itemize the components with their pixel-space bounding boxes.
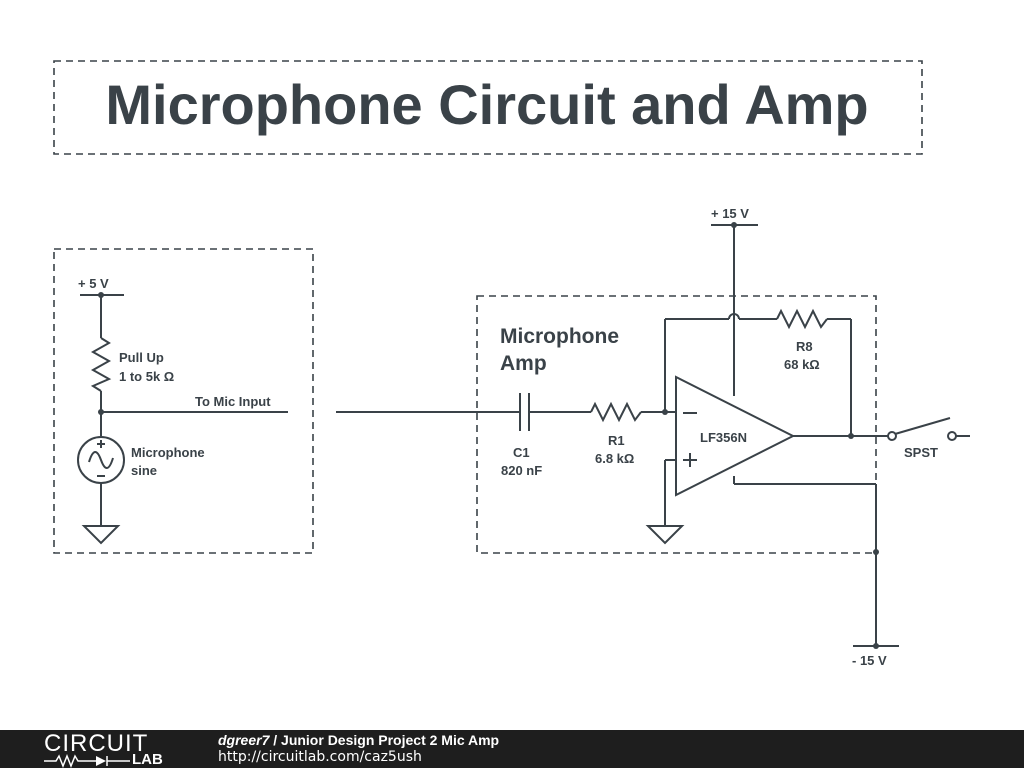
footer-separator: / (269, 732, 282, 748)
r8-name: R8 (796, 339, 813, 354)
c1-name: C1 (513, 445, 530, 460)
to-mic-input-label: To Mic Input (195, 394, 271, 409)
logo-waveform-icon (44, 754, 130, 768)
logo-text-top: CIRCUIT (44, 730, 149, 757)
circuitlab-logo[interactable]: CIRCUIT LAB (44, 730, 174, 768)
mic-source-name: Microphone (131, 445, 205, 460)
plus15v-label: + 15 V (711, 206, 749, 221)
project-title[interactable]: Junior Design Project 2 Mic Amp (281, 732, 500, 748)
spst-switch-lever (894, 417, 951, 435)
minus15v-label: - 15 V (852, 653, 887, 668)
mic-ground-icon (81, 525, 121, 545)
footer-bar: CIRCUIT LAB dgreer7 / Junior Design Proj… (0, 730, 1024, 768)
amp-block-title-2: Amp (500, 352, 547, 375)
sine-wave-icon (88, 451, 114, 469)
r8-value: 68 kΩ (784, 357, 820, 372)
pullup-name: Pull Up (119, 350, 164, 365)
opamp-lf356n-symbol (675, 375, 796, 497)
plus5v-label: + 5 V (78, 276, 109, 291)
footer-attribution: dgreer7 / Junior Design Project 2 Mic Am… (218, 732, 499, 749)
r8-resistor-symbol (776, 308, 828, 330)
pullup-value: 1 to 5k Ω (119, 369, 174, 384)
mic-block-frame (53, 248, 314, 554)
mic-source-value: sine (131, 463, 157, 478)
r1-value: 6.8 kΩ (595, 451, 634, 466)
spst-name: SPST (904, 445, 938, 460)
amp-ground-icon (645, 525, 685, 545)
spst-contact-right (947, 431, 957, 441)
pullup-resistor-symbol (90, 337, 112, 392)
footer-info: dgreer7 / Junior Design Project 2 Mic Am… (218, 732, 499, 766)
schematic-diagram: Microphone Circuit and Amp + 5 V Pull Up… (53, 60, 970, 668)
project-url[interactable]: http://circuitlab.com/caz5ush (218, 749, 422, 765)
output-node (848, 433, 854, 439)
c1-value: 820 nF (501, 463, 542, 478)
amp-block-title-1: Microphone (500, 325, 619, 348)
amp-block-frame (476, 295, 877, 554)
r1-resistor-symbol (590, 401, 642, 423)
author-link[interactable]: dgreer7 (218, 732, 270, 748)
page-title: Microphone Circuit and Amp (105, 73, 868, 136)
minus15v-node (873, 643, 879, 649)
opamp-name: LF356N (700, 430, 747, 445)
r1-name: R1 (608, 433, 625, 448)
minus15v-frame-node (873, 549, 879, 555)
logo-text-bottom: LAB (132, 751, 163, 768)
spst-contact-left (887, 431, 897, 441)
title-frame (53, 60, 923, 155)
